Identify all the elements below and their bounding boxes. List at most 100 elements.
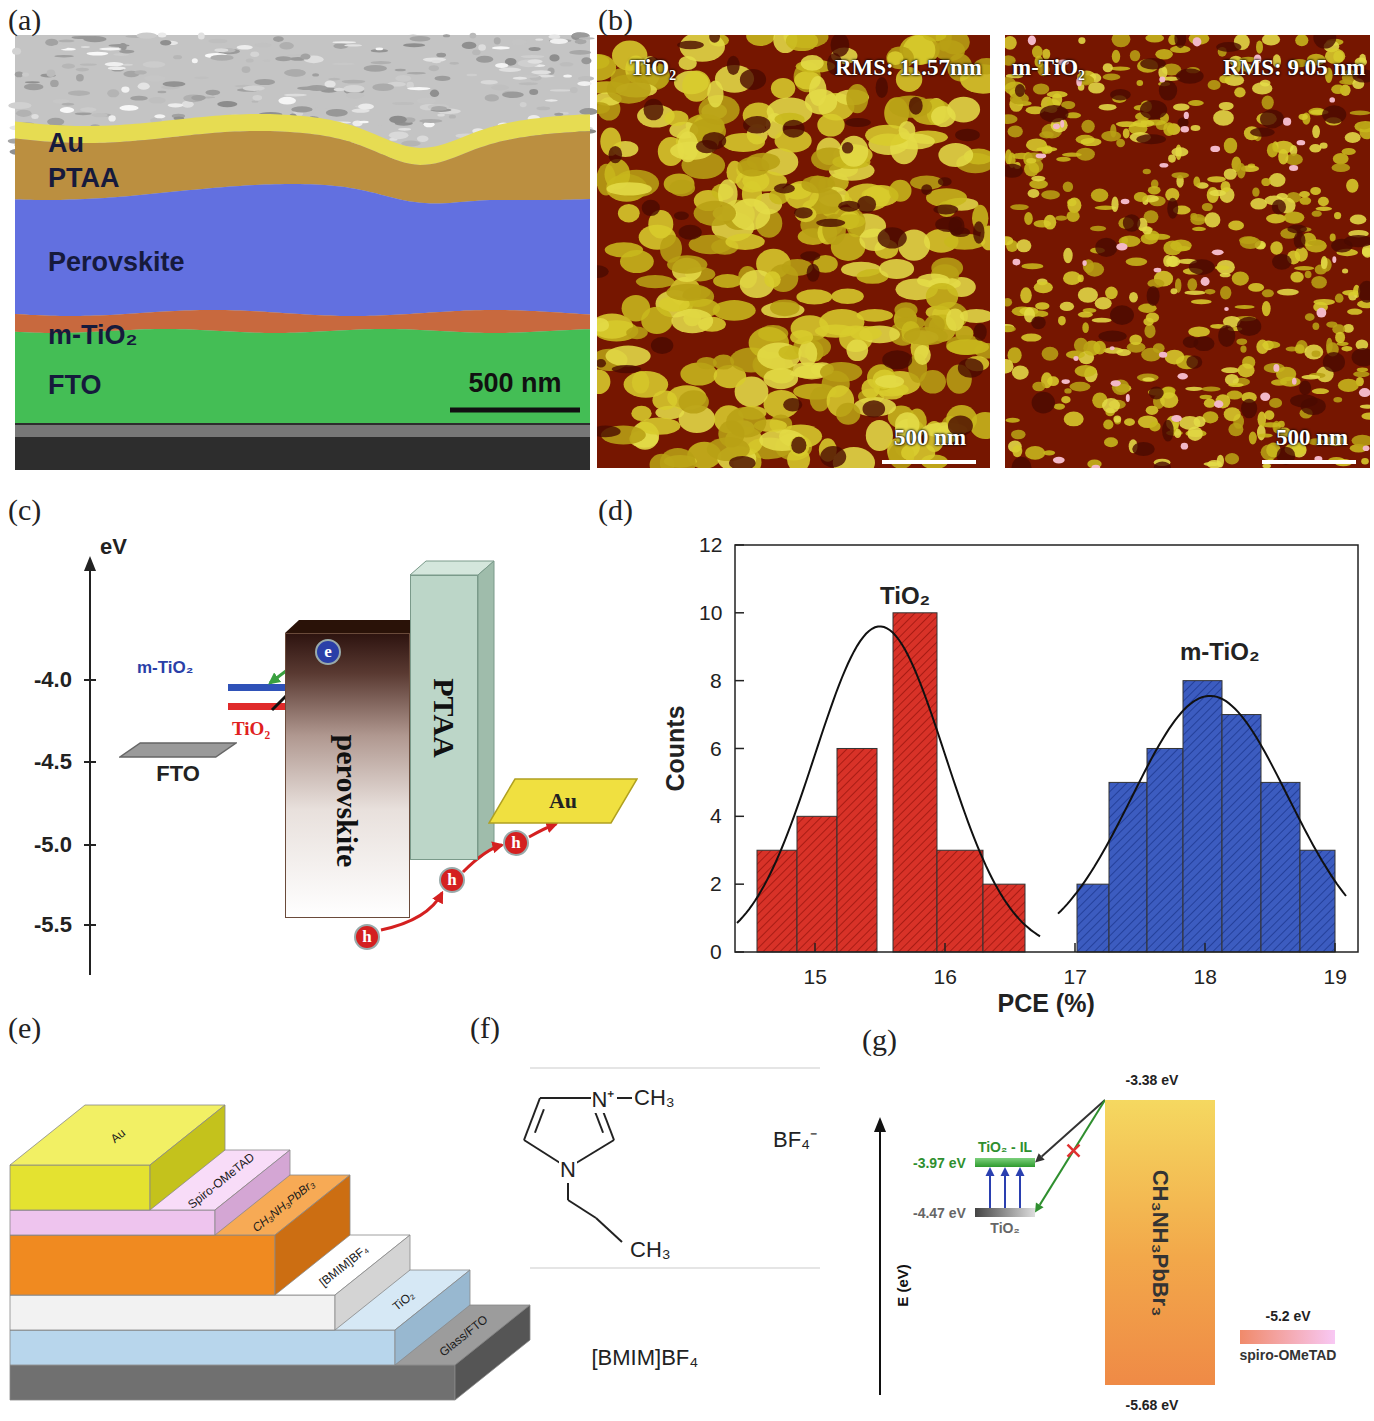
sem-grain	[144, 75, 166, 81]
afm-pit	[743, 116, 771, 134]
afm-grain	[1311, 276, 1327, 289]
connector-line	[1019, 1176, 1021, 1208]
afm-grain	[1240, 345, 1246, 352]
afm-grain	[790, 330, 813, 344]
afm-grain	[725, 234, 764, 250]
sem-grain	[470, 33, 477, 39]
sem-grain	[191, 95, 206, 101]
histogram-bar	[1147, 748, 1183, 952]
sem-grain	[16, 110, 32, 117]
afm-grain	[669, 180, 695, 197]
afm-pit	[820, 446, 846, 467]
afm-grain	[1267, 143, 1278, 158]
afm-pit	[1015, 84, 1025, 97]
afm-grain	[1074, 338, 1088, 353]
histogram-bar	[937, 850, 983, 952]
sem-grain	[108, 115, 115, 121]
afm-grain	[1190, 214, 1206, 225]
afm-grain	[1171, 172, 1189, 178]
layer-label: PTAA	[48, 163, 120, 194]
sem-grain	[495, 63, 508, 68]
afm-peak	[1289, 165, 1298, 171]
afm-grain	[1088, 82, 1105, 93]
sem-grain	[47, 70, 56, 78]
afm-pit	[1149, 387, 1164, 400]
sem-grain	[279, 42, 294, 49]
histogram-bar	[1077, 884, 1109, 952]
layer-side	[395, 1270, 470, 1365]
afm-grain	[1005, 36, 1017, 50]
sem-grain	[581, 57, 591, 64]
afm-pit	[933, 204, 958, 214]
afm-grain	[1352, 435, 1371, 447]
afm-grain	[1143, 169, 1151, 175]
afm-ground	[1005, 35, 1370, 468]
afm-grain	[1063, 248, 1072, 264]
afm-pit	[1040, 105, 1069, 122]
carrier-symbol: h	[354, 924, 380, 950]
energy-value: -4.47 eV	[913, 1205, 966, 1221]
afm-grain	[764, 271, 781, 288]
energy-diagram	[84, 556, 556, 975]
afm-pit	[642, 200, 660, 216]
tick-label: 16	[934, 965, 957, 989]
scale-bar	[882, 460, 976, 464]
afm-pit	[1260, 109, 1284, 128]
afm-grain	[960, 309, 990, 323]
afm-grain	[904, 327, 948, 345]
blocked-mark	[1068, 1145, 1080, 1157]
histogram-bar	[757, 850, 797, 952]
afm-pit	[1140, 58, 1166, 70]
afm-grain	[1149, 422, 1160, 432]
axis-tick	[84, 924, 96, 926]
afm-peak	[1283, 118, 1291, 126]
afm-peak	[1193, 37, 1202, 46]
afm-grain	[801, 176, 833, 194]
afm-grain	[1219, 102, 1234, 110]
afm-grain	[801, 55, 824, 71]
afm-grain	[667, 255, 707, 273]
afm-grain	[1091, 188, 1108, 202]
afm-grain	[1332, 163, 1351, 172]
afm-grain	[605, 242, 643, 257]
box-side-face	[478, 561, 494, 860]
afm-pit	[882, 350, 912, 369]
afm-grain	[805, 89, 837, 115]
afm-pit	[1005, 164, 1023, 178]
afm-grain	[1078, 287, 1098, 303]
axis-title: E (eV)	[893, 1264, 910, 1307]
sem-grain	[25, 81, 40, 83]
sem-grain	[549, 34, 561, 39]
afm-pit	[807, 264, 820, 282]
sem-grain	[436, 53, 446, 58]
afm-grain	[1299, 114, 1308, 120]
sem-grain	[252, 95, 262, 100]
afm-pit	[974, 323, 987, 341]
afm-grain	[1148, 186, 1161, 194]
afm-pit	[1241, 399, 1257, 419]
tick-label: 4	[710, 804, 722, 828]
sem-grain	[275, 56, 292, 61]
axis-line	[879, 1130, 881, 1395]
sem-grain	[403, 43, 425, 47]
sem-grain	[536, 107, 550, 111]
sem-grain	[50, 80, 59, 87]
afm-grain	[795, 206, 817, 222]
sem-substrate-band	[15, 425, 590, 437]
axis-tick	[1204, 943, 1206, 952]
node-text: FTO	[156, 761, 200, 787]
afm-grain	[607, 182, 652, 195]
afm-grain	[1042, 347, 1059, 361]
afm-grain	[1103, 419, 1113, 429]
afm-grain	[1061, 396, 1070, 403]
sem-grain	[87, 52, 109, 56]
afm-grain	[671, 309, 713, 333]
afm-grain	[850, 326, 882, 340]
afm-ground	[597, 35, 990, 468]
sem-grain	[560, 62, 574, 67]
series-label: TiO₂	[880, 582, 930, 610]
afm-grain	[1335, 332, 1345, 343]
sem-grain	[60, 107, 74, 113]
afm-peak	[1036, 154, 1047, 159]
sem-grain	[389, 131, 409, 139]
